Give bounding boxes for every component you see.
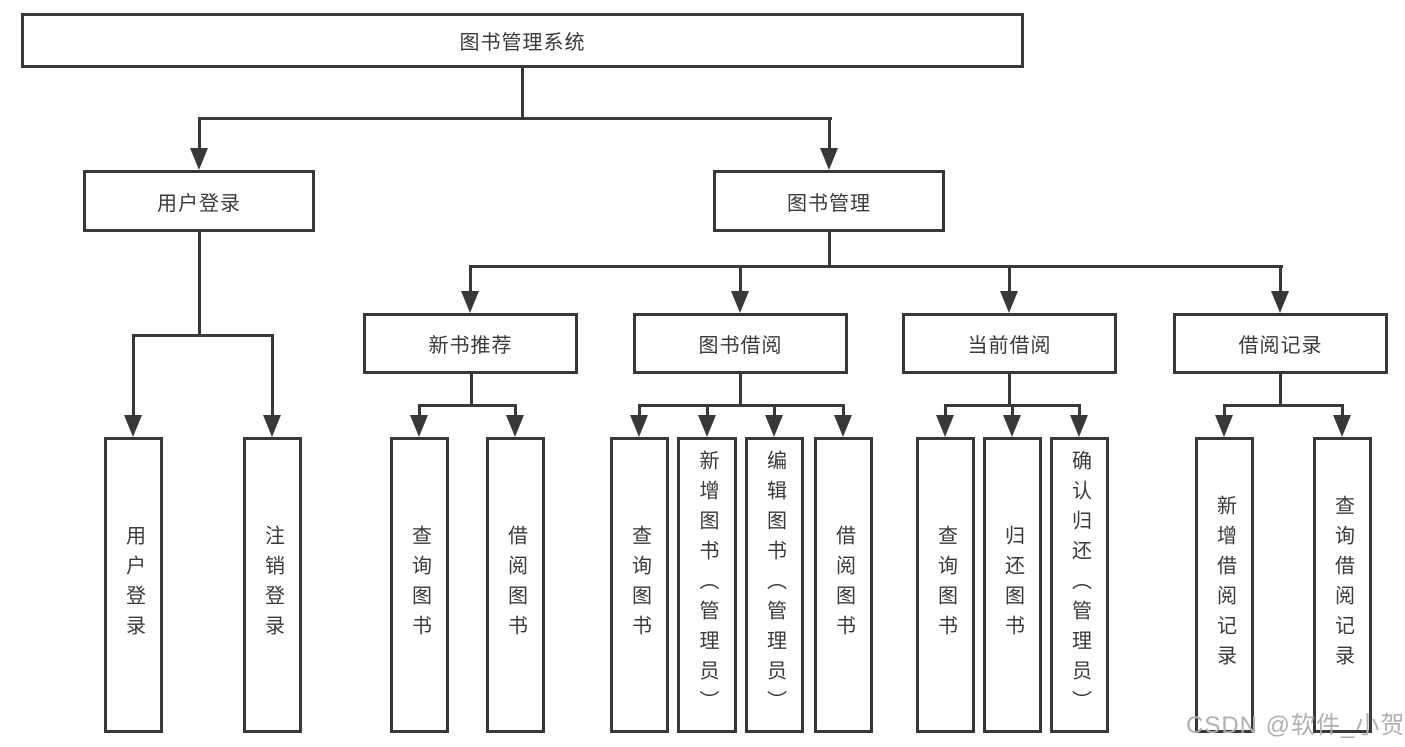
connector-line [1078,404,1081,416]
arrow-down-icon [1003,415,1021,437]
leaf-borrow-borrow-books-label: 借阅图书 [832,525,855,645]
leaf-current-return-books: 归还图书 [983,437,1042,733]
csdn-watermark: CSDN @软件_小贺同学 [1186,712,1405,739]
node-book-management-label: 图书管理 [787,192,871,215]
leaf-borrow-borrow-books: 借阅图书 [814,437,873,733]
arrow-down-icon [765,415,783,437]
arrow-down-icon [1000,291,1018,313]
leaf-borrow-add-books-admin-label: 新增图书（管理员） [696,450,718,720]
connector-line [132,334,135,415]
connector-line [469,265,472,292]
connector-line [1223,404,1226,416]
leaf-records-add-record: 新增借阅记录 [1195,437,1254,733]
connector-line [132,334,273,337]
connector-line [271,334,274,415]
leaf-current-query-books: 查询图书 [916,437,975,733]
leaf-recommend-borrow-books: 借阅图书 [486,437,545,733]
connector-line [739,374,742,406]
arrow-down-icon [1333,415,1351,437]
arrow-down-icon [698,415,716,437]
leaf-user-login: 用户登录 [104,437,163,733]
connector-line [470,374,473,406]
connector-line [828,232,831,267]
node-book-management: 图书管理 [713,170,945,232]
node-new-book-recommend: 新书推荐 [363,313,578,374]
connector-line [198,232,201,336]
connector-line [739,265,742,292]
arrow-down-icon [1215,415,1233,437]
arrow-down-icon [820,148,838,170]
arrow-down-icon [190,148,208,170]
node-new-book-recommend-label: 新书推荐 [428,335,513,357]
leaf-borrow-query-books-label: 查询图书 [628,525,651,645]
connector-line [1008,265,1011,292]
connector-line [419,404,517,407]
leaf-records-query-record: 查询借阅记录 [1313,437,1372,733]
connector-line [842,404,845,416]
leaf-recommend-query-books-label: 查询图书 [408,525,431,645]
leaf-logout: 注销登录 [243,437,302,733]
node-current-borrow: 当前借阅 [902,313,1117,374]
connector-line [1279,374,1282,406]
leaf-current-confirm-return-admin-label: 确认归还（管理员） [1068,450,1091,720]
connector-line [469,265,1283,268]
arrow-down-icon [410,415,428,437]
node-book-borrow: 图书借阅 [633,313,848,374]
node-library-management-system: 图书管理系统 [21,13,1024,68]
node-library-management-system-label: 图书管理系统 [459,32,586,54]
connector-line [638,404,641,416]
leaf-recommend-query-books: 查询图书 [390,437,449,733]
node-user-login-label: 用户登录 [157,192,241,215]
connector-line [773,404,776,416]
leaf-borrow-add-books-admin: 新增图书（管理员） [677,437,737,733]
connector-line [944,404,947,416]
connector-line [198,117,832,120]
connector-line [198,117,201,150]
connector-line [418,404,421,416]
arrow-down-icon [263,415,281,437]
leaf-borrow-edit-books-admin: 编辑图书（管理员） [745,437,804,733]
leaf-current-return-books-label: 归还图书 [1001,525,1024,645]
leaf-records-query-record-label: 查询借阅记录 [1331,495,1354,675]
arrow-down-icon [124,415,142,437]
connector-line [1341,404,1344,416]
leaf-logout-label: 注销登录 [261,525,284,645]
leaf-records-add-record-label: 新增借阅记录 [1213,495,1236,675]
connector-line [514,404,517,416]
leaf-user-login-label: 用户登录 [122,525,145,645]
connector-line [521,66,524,120]
node-book-borrow-label: 图书借阅 [698,335,783,357]
node-user-login: 用户登录 [83,170,315,232]
connector-line [1224,404,1342,407]
arrow-down-icon [936,415,954,437]
node-borrow-records: 借阅记录 [1173,313,1388,374]
leaf-borrow-query-books: 查询图书 [610,437,669,733]
leaf-borrow-edit-books-admin-label: 编辑图书（管理员） [763,450,786,720]
arrow-down-icon [1070,415,1088,437]
arrow-down-icon [461,291,479,313]
arrow-down-icon [731,291,749,313]
arrow-down-icon [506,415,524,437]
connector-line [1008,374,1011,406]
connector-line [1279,265,1282,292]
leaf-current-query-books-label: 查询图书 [934,525,957,645]
arrow-down-icon [834,415,852,437]
connector-line [828,117,831,150]
node-borrow-records-label: 借阅记录 [1238,335,1323,357]
leaf-recommend-borrow-books-label: 借阅图书 [504,525,527,645]
arrow-down-icon [1271,291,1289,313]
leaf-current-confirm-return-admin: 确认归还（管理员） [1050,437,1109,733]
connector-line [1011,404,1014,416]
connector-line [706,404,709,416]
connector-line [639,404,845,407]
node-current-borrow-label: 当前借阅 [967,335,1052,357]
arrow-down-icon [630,415,648,437]
